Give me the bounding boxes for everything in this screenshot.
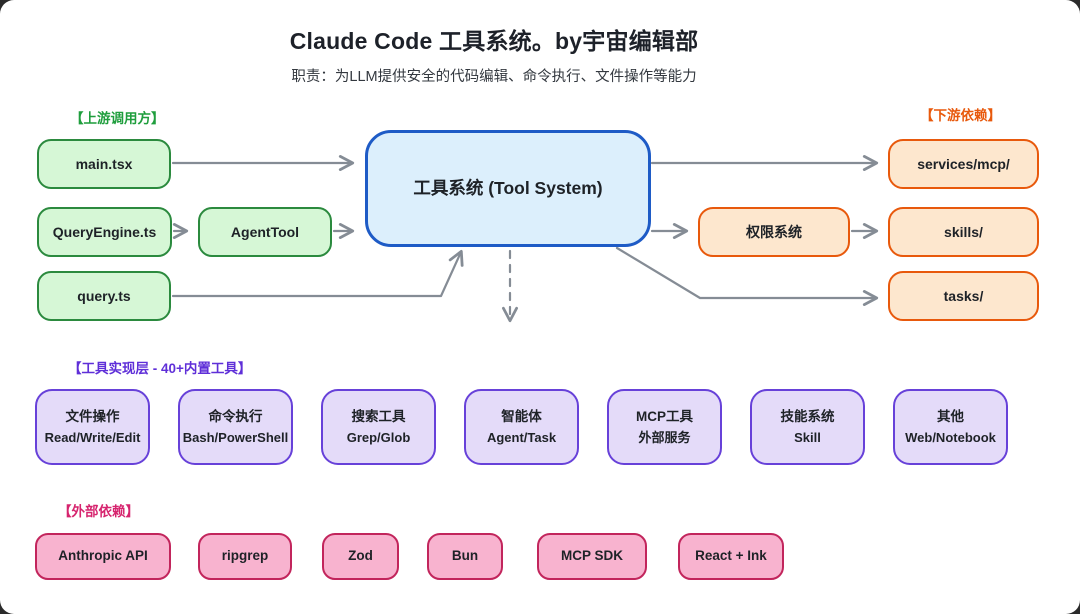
node-ext-zod: Zod bbox=[322, 533, 399, 580]
section-label-tools-layer: 【工具实现层 - 40+内置工具】 bbox=[68, 361, 252, 376]
tool-title: 其他 bbox=[937, 408, 964, 424]
node-label: Anthropic API bbox=[58, 548, 148, 564]
node-tool-agent: 智能体 Agent/Task bbox=[464, 389, 579, 465]
node-query-ts: query.ts bbox=[37, 271, 171, 321]
node-label: 权限系统 bbox=[746, 223, 802, 240]
node-label: ripgrep bbox=[221, 548, 269, 564]
node-label: 工具系统 (Tool System) bbox=[413, 177, 603, 198]
node-label: services/mcp/ bbox=[917, 155, 1010, 172]
node-label: Zod bbox=[348, 548, 373, 564]
node-ext-bun: Bun bbox=[427, 533, 503, 580]
node-tool-search: 搜索工具 Grep/Glob bbox=[321, 389, 436, 465]
tool-subtitle: 外部服务 bbox=[638, 429, 691, 445]
node-ext-ripgrep: ripgrep bbox=[198, 533, 292, 580]
node-tool-file-ops: 文件操作 Read/Write/Edit bbox=[35, 389, 150, 465]
node-label: tasks/ bbox=[943, 287, 984, 304]
node-label: AgentTool bbox=[230, 223, 300, 240]
node-permission-system: 权限系统 bbox=[698, 207, 850, 257]
tool-title: 智能体 bbox=[501, 408, 542, 424]
tool-subtitle: Skill bbox=[794, 429, 821, 445]
node-ext-mcp-sdk: MCP SDK bbox=[537, 533, 647, 580]
page-subtitle: 职责：为LLM提供安全的代码编辑、命令执行、文件操作等能力 bbox=[291, 69, 697, 85]
tool-subtitle: Agent/Task bbox=[486, 429, 557, 445]
section-label-downstream: 【下游依赖】 bbox=[920, 108, 1001, 123]
node-skills: skills/ bbox=[888, 207, 1039, 257]
node-label: QueryEngine.ts bbox=[52, 223, 157, 240]
diagram-header: Claude Code 工具系统。by宇宙编辑部 职责：为LLM提供安全的代码编… bbox=[0, 22, 1080, 86]
tool-subtitle: Bash/PowerShell bbox=[182, 429, 289, 445]
node-main-tsx: main.tsx bbox=[37, 139, 171, 189]
tool-title: 搜索工具 bbox=[351, 408, 406, 424]
tool-title: MCP工具 bbox=[636, 408, 693, 424]
tool-subtitle: Web/Notebook bbox=[905, 429, 996, 445]
section-label-upstream: 【上游调用方】 bbox=[70, 111, 165, 126]
tool-title: 命令执行 bbox=[208, 408, 263, 424]
node-agenttool: AgentTool bbox=[198, 207, 332, 257]
node-services-mcp: services/mcp/ bbox=[888, 139, 1039, 189]
node-label: MCP SDK bbox=[560, 548, 623, 564]
tool-subtitle: Read/Write/Edit bbox=[44, 429, 141, 445]
node-label: query.ts bbox=[77, 287, 131, 304]
node-tool-mcp: MCP工具 外部服务 bbox=[607, 389, 722, 465]
node-tasks: tasks/ bbox=[888, 271, 1039, 321]
node-label: React + Ink bbox=[695, 548, 767, 564]
tool-subtitle: Grep/Glob bbox=[346, 429, 411, 445]
page-title: Claude Code 工具系统。by宇宙编辑部 bbox=[289, 28, 699, 54]
node-tool-command-exec: 命令执行 Bash/PowerShell bbox=[178, 389, 293, 465]
section-label-external: 【外部依赖】 bbox=[58, 504, 139, 519]
node-tool-other: 其他 Web/Notebook bbox=[893, 389, 1008, 465]
node-queryengine-ts: QueryEngine.ts bbox=[37, 207, 172, 257]
node-ext-anthropic-api: Anthropic API bbox=[35, 533, 171, 580]
arrow-queryts-to-toolsystem bbox=[171, 249, 464, 298]
node-ext-react-ink: React + Ink bbox=[678, 533, 784, 580]
node-tool-system: 工具系统 (Tool System) bbox=[365, 130, 651, 247]
node-label: main.tsx bbox=[75, 155, 133, 172]
node-label: Bun bbox=[451, 548, 479, 564]
node-tool-skill: 技能系统 Skill bbox=[750, 389, 865, 465]
tool-title: 技能系统 bbox=[780, 408, 835, 424]
tool-title: 文件操作 bbox=[65, 408, 120, 424]
node-label: skills/ bbox=[944, 223, 983, 240]
